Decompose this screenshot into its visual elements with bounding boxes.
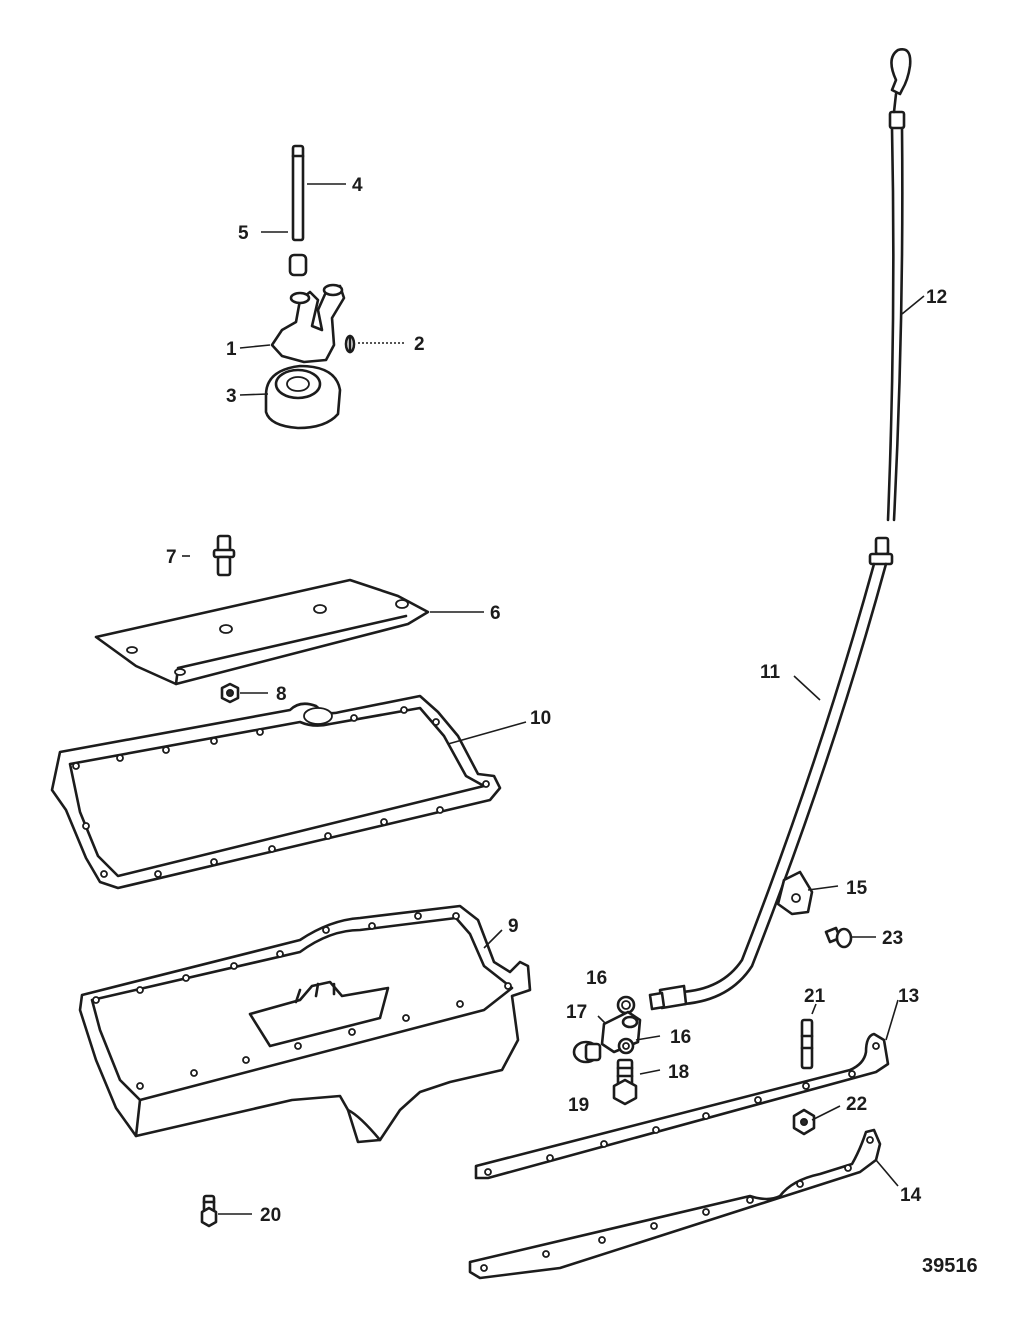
side-gasket-upper bbox=[474, 1032, 890, 1180]
pump-drive-shaft bbox=[291, 144, 305, 242]
figure-number: 39516 bbox=[922, 1255, 978, 1277]
washer-lower bbox=[617, 1037, 635, 1055]
callout-labels: 1 2 3 4 5 6 7 8 9 10 11 12 13 14 15 16 1… bbox=[166, 175, 947, 1226]
gasket-bolt-holes bbox=[72, 706, 490, 878]
callout-2: 2 bbox=[414, 334, 425, 355]
side-gasket-lower bbox=[468, 1128, 882, 1280]
callout-23: 23 bbox=[882, 928, 903, 949]
callout-11: 11 bbox=[760, 662, 781, 683]
stud bbox=[212, 534, 236, 577]
callout-14: 14 bbox=[900, 1185, 922, 1206]
callout-22: 22 bbox=[846, 1094, 867, 1115]
callout-9: 9 bbox=[508, 916, 519, 937]
callout-1: 1 bbox=[226, 339, 237, 360]
oil-pan-gasket bbox=[50, 694, 502, 890]
oil-pan bbox=[78, 904, 532, 1144]
callout-4: 4 bbox=[352, 175, 363, 196]
callout-10: 10 bbox=[530, 708, 551, 729]
callout-21: 21 bbox=[804, 986, 826, 1007]
dipstick-tube bbox=[648, 536, 894, 1011]
callout-16-lower: 16 bbox=[670, 1027, 691, 1048]
stud-rear bbox=[800, 1018, 814, 1070]
callout-6: 6 bbox=[490, 603, 501, 624]
callout-7: 7 bbox=[166, 547, 177, 568]
washer-upper bbox=[616, 995, 636, 1015]
shaft-coupling bbox=[288, 253, 308, 277]
callout-17: 17 bbox=[566, 1002, 587, 1023]
callout-19: 19 bbox=[568, 1095, 589, 1116]
callout-12: 12 bbox=[926, 287, 947, 308]
callout-13: 13 bbox=[898, 986, 919, 1007]
callout-16-upper: 16 bbox=[586, 968, 607, 989]
oil-pump-body bbox=[270, 283, 356, 364]
dipstick bbox=[886, 48, 912, 522]
drain-plug bbox=[612, 1058, 638, 1106]
pump-screen bbox=[264, 364, 342, 430]
leader-lines bbox=[182, 183, 925, 1215]
screw bbox=[824, 926, 853, 949]
pan-bolt-holes bbox=[92, 912, 512, 1090]
callout-20: 20 bbox=[260, 1205, 281, 1226]
callout-8: 8 bbox=[276, 684, 287, 705]
clip bbox=[776, 870, 814, 916]
callout-3: 3 bbox=[226, 386, 237, 407]
windage-tray bbox=[94, 578, 430, 686]
callout-18: 18 bbox=[668, 1062, 689, 1083]
nut bbox=[220, 682, 240, 704]
callout-5: 5 bbox=[238, 223, 249, 244]
nut-rear bbox=[792, 1108, 816, 1136]
callout-15: 15 bbox=[846, 878, 868, 899]
bolt bbox=[200, 1194, 218, 1228]
plug bbox=[572, 1040, 602, 1064]
